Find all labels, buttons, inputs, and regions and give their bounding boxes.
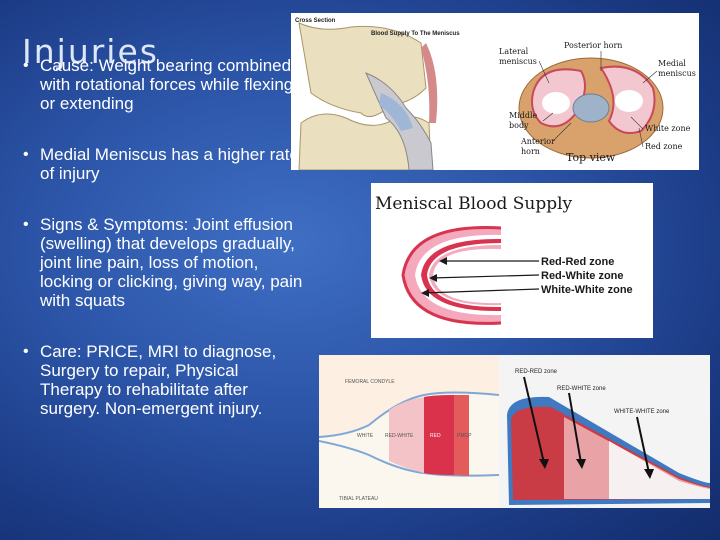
bullet-cause: Cause: Weight bearing combined with rota… — [18, 56, 303, 113]
bullet-care: Care: PRICE, MRI to diagnose, Surgery to… — [18, 342, 303, 418]
bullet-list: Cause: Weight bearing combined with rota… — [18, 56, 303, 418]
zone-red-white: Red-White zone — [541, 270, 624, 282]
label-medial: Medial — [658, 59, 686, 68]
label-lateral-meniscus: meniscus — [499, 57, 537, 66]
column-pmcp: PMCP — [457, 433, 472, 439]
label-posterior-horn: Posterior horn — [564, 41, 622, 50]
label-anterior: Anterior — [520, 137, 555, 146]
meniscus-zones-image: FEMORAL CONDYLE TIBIAL PLATEAU WHITE RED… — [319, 355, 710, 508]
label-middle: Middle — [509, 111, 538, 120]
zone-white-white: White-White zone — [541, 284, 633, 296]
right-red-red-zone: RED-RED zone — [515, 369, 558, 375]
label-lateral: Lateral — [499, 47, 529, 56]
label-body: body — [509, 121, 529, 130]
zone-red-red: Red-Red zone — [541, 256, 614, 268]
tibial-plateau-label: TIBIAL PLATEAU — [339, 496, 378, 502]
supply-title: Meniscal Blood Supply — [375, 194, 573, 214]
column-red-white: RED-WHITE — [385, 433, 414, 439]
label-medial-meniscus: meniscus — [658, 69, 696, 78]
right-white-white-zone: WHITE-WHITE zone — [614, 409, 670, 415]
column-red: RED — [430, 433, 441, 439]
label-white-zone: White zone — [645, 124, 691, 133]
cross-section-label: Cross Section — [295, 18, 336, 24]
label-horn: horn — [521, 147, 540, 156]
bullet-medial-meniscus: Medial Meniscus has a higher rate of inj… — [18, 145, 303, 183]
blood-supply-header: Blood Supply To The Meniscus — [371, 31, 460, 37]
bullet-signs-symptoms: Signs & Symptoms: Joint effusion (swelli… — [18, 215, 303, 310]
label-red-zone: Red zone — [645, 142, 683, 151]
column-white: WHITE — [357, 433, 374, 439]
femoral-condyle-label: FEMORAL CONDYLE — [345, 379, 395, 385]
meniscal-blood-supply-image: Meniscal Blood Supply Red-Red zone Red-W… — [371, 183, 653, 338]
label-top-view: Top view — [566, 151, 616, 164]
right-red-white-zone: RED-WHITE zone — [557, 386, 606, 392]
cross-section-image: Cross Section Blood Supply To The Menisc… — [291, 13, 699, 170]
